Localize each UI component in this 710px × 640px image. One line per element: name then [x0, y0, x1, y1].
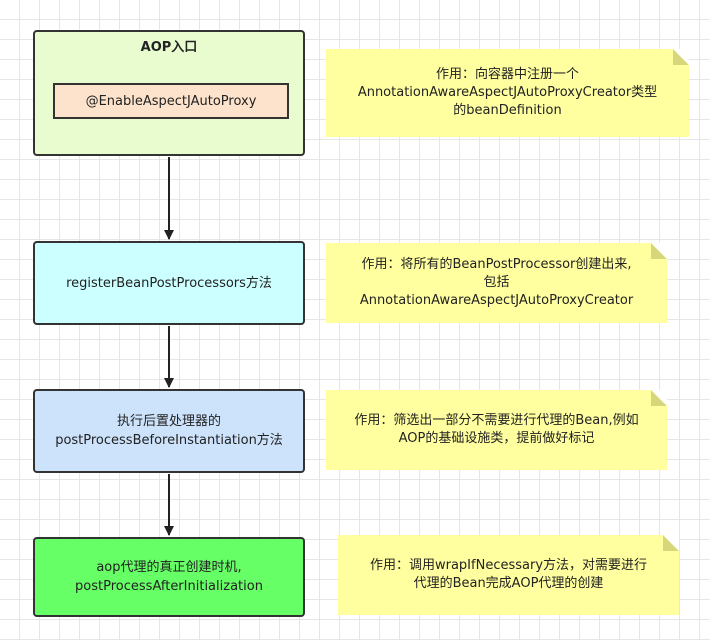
aop-entry-title: AOP入口: [140, 40, 198, 55]
note-step1: 作用：将所有的BeanPostProcessor创建出来, 包括 Annotat…: [326, 243, 667, 323]
enable-aspectj-annotation-label: @EnableAspectJAutoProxy: [85, 93, 257, 109]
note-step3: 作用：调用wrapIfNecessary方法，对需要进行 代理的Bean完成AO…: [338, 535, 679, 615]
note-fold-icon: [673, 49, 689, 65]
note-fold-icon: [651, 390, 667, 406]
note-fold-icon: [663, 535, 679, 551]
note-entry: 作用：向容器中注册一个 AnnotationAwareAspectJAutoPr…: [326, 49, 689, 137]
note-step2: 作用：筛选出一部分不需要进行代理的Bean,例如 AOP的基础设施类，提前做好标…: [326, 390, 667, 470]
step-label: registerBeanPostProcessors方法: [66, 275, 272, 291]
step-label: 执行后置处理器的 postProcessBeforeInstantiation方…: [55, 414, 283, 448]
step-label: aop代理的真正创建时机, postProcessAfterInitializa…: [75, 560, 263, 594]
step-post-process-after-initialization: aop代理的真正创建时机, postProcessAfterInitializa…: [33, 537, 305, 617]
step-register-bean-post-processors: registerBeanPostProcessors方法: [33, 241, 305, 325]
step-post-process-before-instantiation: 执行后置处理器的 postProcessBeforeInstantiation方…: [33, 389, 305, 473]
aop-entry-box: AOP入口 @EnableAspectJAutoProxy: [33, 30, 305, 156]
note-text: 作用：将所有的BeanPostProcessor创建出来, 包括 Annotat…: [359, 257, 634, 308]
note-fold-icon: [651, 243, 667, 259]
note-text: 作用：调用wrapIfNecessary方法，对需要进行 代理的Bean完成AO…: [369, 558, 648, 591]
note-text: 作用：向容器中注册一个 AnnotationAwareAspectJAutoPr…: [357, 67, 658, 118]
note-text: 作用：筛选出一部分不需要进行代理的Bean,例如 AOP的基础设施类，提前做好标…: [354, 413, 639, 446]
enable-aspectj-annotation-box: @EnableAspectJAutoProxy: [53, 83, 289, 119]
